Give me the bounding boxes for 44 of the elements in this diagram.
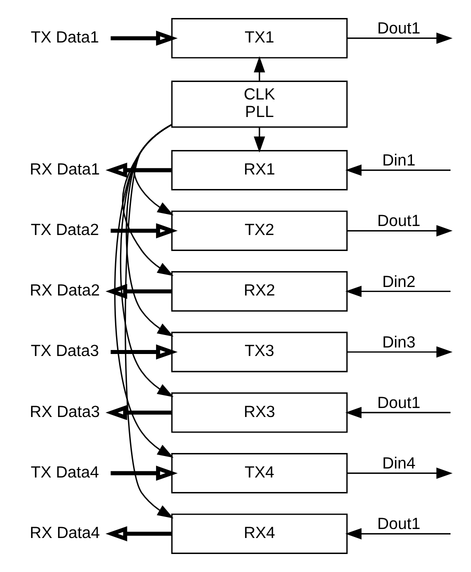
node-text: RX Data2 <box>30 282 100 300</box>
arrow <box>124 124 174 518</box>
node-box: TX4 <box>171 453 348 494</box>
node-box: TX3 <box>171 332 348 372</box>
arrow <box>106 526 172 542</box>
node-text: RX Data4 <box>30 524 100 542</box>
node-text: TX Data3 <box>30 342 99 360</box>
node-text: TX Data4 <box>30 463 99 482</box>
arrow <box>347 468 453 479</box>
node-text: RX Data3 <box>30 402 100 421</box>
arrow <box>347 225 453 236</box>
edge-label: Din2 <box>382 272 416 291</box>
arrow <box>106 284 172 299</box>
node-box: CLK PLL <box>171 80 348 128</box>
node-text: TX Data1 <box>30 28 99 46</box>
arrow <box>110 466 178 481</box>
arrow <box>254 127 266 153</box>
node-text: TX Data2 <box>30 220 99 239</box>
arrow <box>347 346 453 358</box>
edge-label: Din1 <box>382 152 416 170</box>
arrow <box>110 223 178 238</box>
edge-label: Dout1 <box>377 515 420 534</box>
edge-label: Dout1 <box>377 212 420 230</box>
edge-label: Din4 <box>382 454 416 473</box>
node-text: RX Data1 <box>30 160 100 178</box>
arrow <box>347 32 453 44</box>
node-box: TX2 <box>171 210 348 251</box>
arrow <box>345 406 451 418</box>
arrow <box>106 162 172 178</box>
arrow <box>110 344 178 360</box>
node-box: RX4 <box>171 514 348 554</box>
node-box: RX2 <box>171 271 348 312</box>
edge-label: Din3 <box>382 333 416 352</box>
arrow <box>110 30 178 46</box>
node-box: TX1 <box>171 18 348 58</box>
arrow <box>345 528 451 540</box>
arrow <box>254 56 266 81</box>
arrow <box>106 405 172 420</box>
node-box: RX1 <box>171 150 348 190</box>
node-box: RX3 <box>171 392 348 433</box>
arrow <box>345 164 451 176</box>
edge-label: Dout1 <box>377 20 420 38</box>
edge-label: Dout1 <box>377 394 420 412</box>
arrow <box>345 286 451 298</box>
